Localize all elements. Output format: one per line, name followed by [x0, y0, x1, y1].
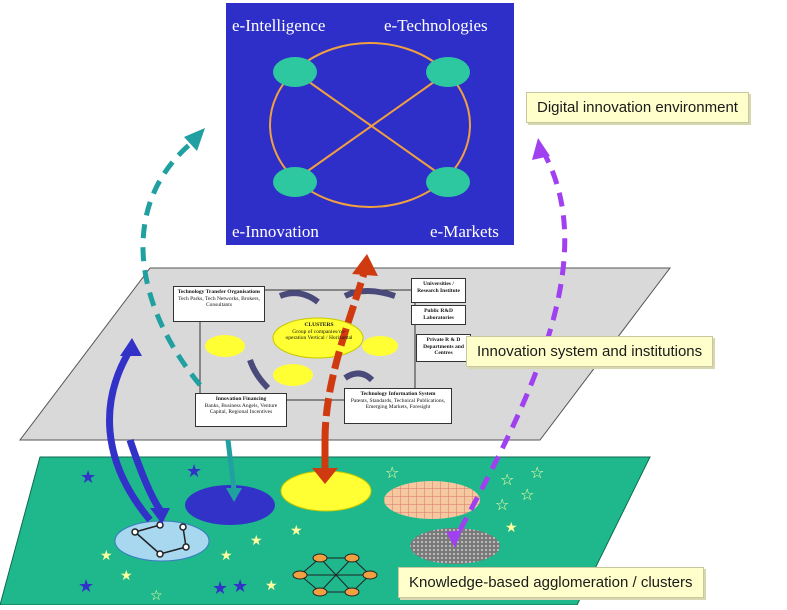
purple-arrowhead — [532, 138, 550, 160]
cluster-frame — [199, 289, 416, 401]
svg-text:★: ★ — [120, 568, 133, 584]
mesh-nodes — [292, 553, 378, 597]
callout-innovation-system: Innovation system and institutions — [466, 336, 714, 367]
box-private-rd: Private R & D Departments and Centres — [416, 334, 471, 362]
box-technology-transfer-title: Technology Transfer Organisations — [177, 289, 261, 295]
svg-text:★: ★ — [232, 576, 248, 597]
node-e-intelligence — [273, 57, 317, 87]
box-innovation-financing-text: Banks, Business Angels, Venture Capital,… — [204, 402, 278, 416]
purple-dashed-arrow — [457, 153, 568, 532]
red-arrow-up — [321, 268, 369, 441]
svg-text:★: ★ — [212, 578, 228, 599]
box-universities-title: Universities / Research Institute — [417, 281, 460, 294]
svg-text:★: ★ — [100, 548, 113, 564]
callout-digital-innovation: Digital innovation environment — [526, 92, 749, 123]
teal-dashed-arrow — [140, 138, 202, 387]
small-cluster-1 — [205, 335, 245, 357]
clusters-ellipse — [272, 317, 364, 359]
svg-text:★: ★ — [265, 578, 278, 594]
cycle-ring — [269, 42, 471, 208]
teal-arrowhead — [184, 128, 205, 151]
stars: ★ ★ ★ ★ ★ ★ ★ ☆ ★ ★ ★ ★ ☆ ☆ ☆ ☆ ☆ ★ — [78, 461, 544, 604]
svg-text:☆: ☆ — [150, 588, 163, 604]
cross-line-2 — [294, 71, 449, 181]
grid-cluster-pattern — [384, 481, 480, 519]
box-technology-transfer: Technology Transfer Organisations Tech P… — [173, 286, 265, 322]
red-arrowhead-down — [312, 468, 338, 484]
svg-text:★: ★ — [250, 533, 263, 549]
svg-text:★: ★ — [80, 467, 96, 488]
node-e-markets — [426, 167, 470, 197]
svg-text:☆: ☆ — [495, 495, 509, 514]
node-e-innovation — [273, 167, 317, 197]
label-e-innovation: e-Innovation — [232, 222, 319, 241]
swirl-arrow-3 — [247, 358, 271, 391]
blue-arrowhead-down — [150, 508, 170, 524]
network-nodes — [131, 521, 190, 558]
teal-arrowhead-lower — [226, 488, 242, 502]
label-e-technologies: e-Technologies — [384, 16, 488, 35]
blue-arrow-up — [106, 348, 153, 523]
node-e-technologies — [426, 57, 470, 87]
clusters-label: CLUSTERS Group of companies/co-operation… — [282, 322, 356, 342]
small-cluster-3 — [362, 336, 398, 356]
blue-arrowhead-up — [120, 338, 142, 356]
box-innovation-financing-title: Innovation Financing — [215, 396, 267, 402]
small-cluster-2 — [273, 364, 313, 386]
svg-text:★: ★ — [186, 461, 202, 482]
clusters-text: Group of companies/co-operation Vertical… — [285, 328, 353, 342]
swirl-arrow-1 — [278, 290, 320, 305]
svg-text:★: ★ — [290, 523, 303, 539]
teal-arrow-lower — [225, 439, 237, 491]
callout-knowledge-based: Knowledge-based agglomeration / clusters — [398, 567, 704, 598]
svg-text:☆: ☆ — [385, 463, 399, 482]
red-arrowhead-up — [352, 254, 378, 276]
label-e-markets: e-Markets — [430, 222, 499, 241]
box-innovation-financing: Innovation Financing Banks, Business Ang… — [195, 393, 287, 427]
blue-arrow-down — [126, 438, 163, 512]
box-technology-information-text: Patents, Standards, Technical Publicatio… — [350, 397, 446, 411]
svg-text:★: ★ — [220, 548, 233, 564]
box-universities: Universities / Research Institute — [411, 278, 466, 303]
svg-text:☆: ☆ — [530, 463, 544, 482]
svg-text:☆: ☆ — [520, 485, 534, 504]
svg-text:★: ★ — [78, 576, 94, 597]
box-technology-information-title: Technology Information System — [360, 391, 436, 397]
clusters-title: CLUSTERS — [304, 322, 334, 328]
box-technology-transfer-text: Tech Parks, Tech Networks, Brokers, Cons… — [178, 295, 260, 309]
box-private-rd-title: Private R & D Departments and Centres — [423, 337, 464, 356]
box-public-rd: Public R&D Laboratories — [411, 305, 466, 325]
swirl-arrow-4 — [343, 370, 375, 383]
purple-arrowhead-lower — [446, 530, 462, 548]
svg-text:☆: ☆ — [500, 470, 514, 489]
swirl-arrow-2 — [343, 288, 396, 299]
svg-text:★: ★ — [505, 520, 518, 536]
box-technology-information: Technology Information System Patents, S… — [344, 388, 452, 424]
blue-cluster — [185, 485, 275, 525]
label-e-intelligence: e-Intelligence — [232, 16, 326, 35]
box-public-rd-title: Public R&D Laboratories — [423, 308, 454, 321]
